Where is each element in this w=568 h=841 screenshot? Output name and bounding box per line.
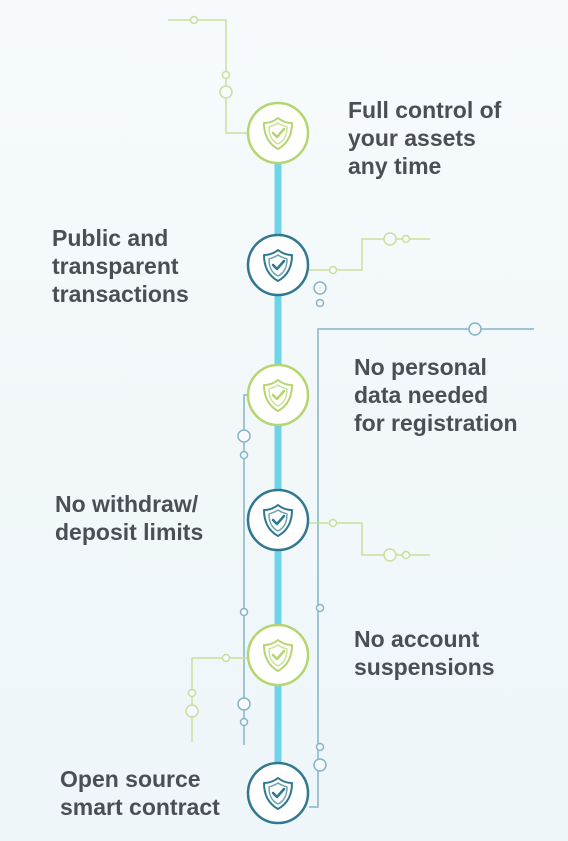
feature-label-line: transactions	[52, 281, 189, 307]
circuit-node	[239, 717, 249, 727]
node-ring	[246, 101, 310, 165]
shield-check-icon	[263, 379, 293, 412]
feature-node-2	[246, 233, 310, 297]
shield-check-icon	[263, 117, 293, 150]
circuit-node	[221, 70, 231, 80]
feature-label-line: Open source	[60, 766, 201, 792]
feature-label-line: your assets	[348, 125, 476, 151]
circuit-node	[401, 550, 411, 560]
feature-label-line: smart contract	[60, 794, 220, 820]
circuit-node	[468, 322, 482, 336]
feature-label-line: data needed	[354, 382, 489, 408]
circuit-node	[239, 607, 249, 617]
feature-label-line: for registration	[354, 410, 518, 436]
circuit-node	[315, 298, 325, 308]
circuit-node	[237, 697, 251, 711]
feature-label-line: any time	[348, 153, 442, 179]
circuit-node	[328, 265, 338, 275]
circuit-node	[315, 603, 325, 613]
circuit-node	[313, 281, 327, 295]
circuit-node	[187, 688, 197, 698]
feature-label-line: No personal	[354, 354, 487, 380]
circuit-node	[383, 232, 397, 246]
node-ring	[246, 761, 310, 825]
feature-label-line: Full control of	[348, 97, 502, 123]
circuit-node	[221, 653, 231, 663]
feature-label-line: transparent	[52, 253, 179, 279]
circuit-node	[383, 548, 397, 562]
shield-check-icon	[263, 504, 293, 537]
shield-check-icon	[263, 249, 293, 282]
feature-label-line: No account	[354, 626, 480, 652]
feature-node-3	[246, 363, 310, 427]
feature-node-1	[246, 101, 310, 165]
circuit-line-top	[168, 19, 247, 134]
circuit-node	[315, 742, 325, 752]
shield-check-icon	[263, 639, 293, 672]
timeline-nodes	[246, 101, 310, 825]
node-ring	[246, 233, 310, 297]
circuit-line-long-right	[309, 328, 534, 808]
circuit-line-left	[243, 394, 247, 745]
circuit-node	[239, 450, 249, 460]
feature-label-line: No withdraw/	[55, 491, 199, 517]
node-ring	[246, 363, 310, 427]
node-ring	[246, 488, 310, 552]
node-ring	[246, 623, 310, 687]
feature-label-line: deposit limits	[55, 519, 204, 545]
feature-label-4: No withdraw/deposit limits	[55, 490, 203, 546]
circuit-lines	[168, 15, 534, 808]
circuit-line-right-2	[309, 522, 430, 556]
feature-node-5	[246, 623, 310, 687]
feature-node-6	[246, 761, 310, 825]
circuit-node	[189, 15, 199, 25]
feature-label-line: Public and	[52, 225, 169, 251]
circuit-node	[401, 234, 411, 244]
circuit-node	[328, 518, 338, 528]
circuit-node	[237, 429, 251, 443]
circuit-node	[219, 85, 233, 99]
shield-check-icon	[263, 777, 293, 810]
feature-label-line: suspensions	[354, 654, 495, 680]
circuit-node	[313, 758, 327, 772]
circuit-line-right-1	[309, 238, 430, 271]
feature-node-4	[246, 488, 310, 552]
circuit-node	[185, 704, 199, 718]
